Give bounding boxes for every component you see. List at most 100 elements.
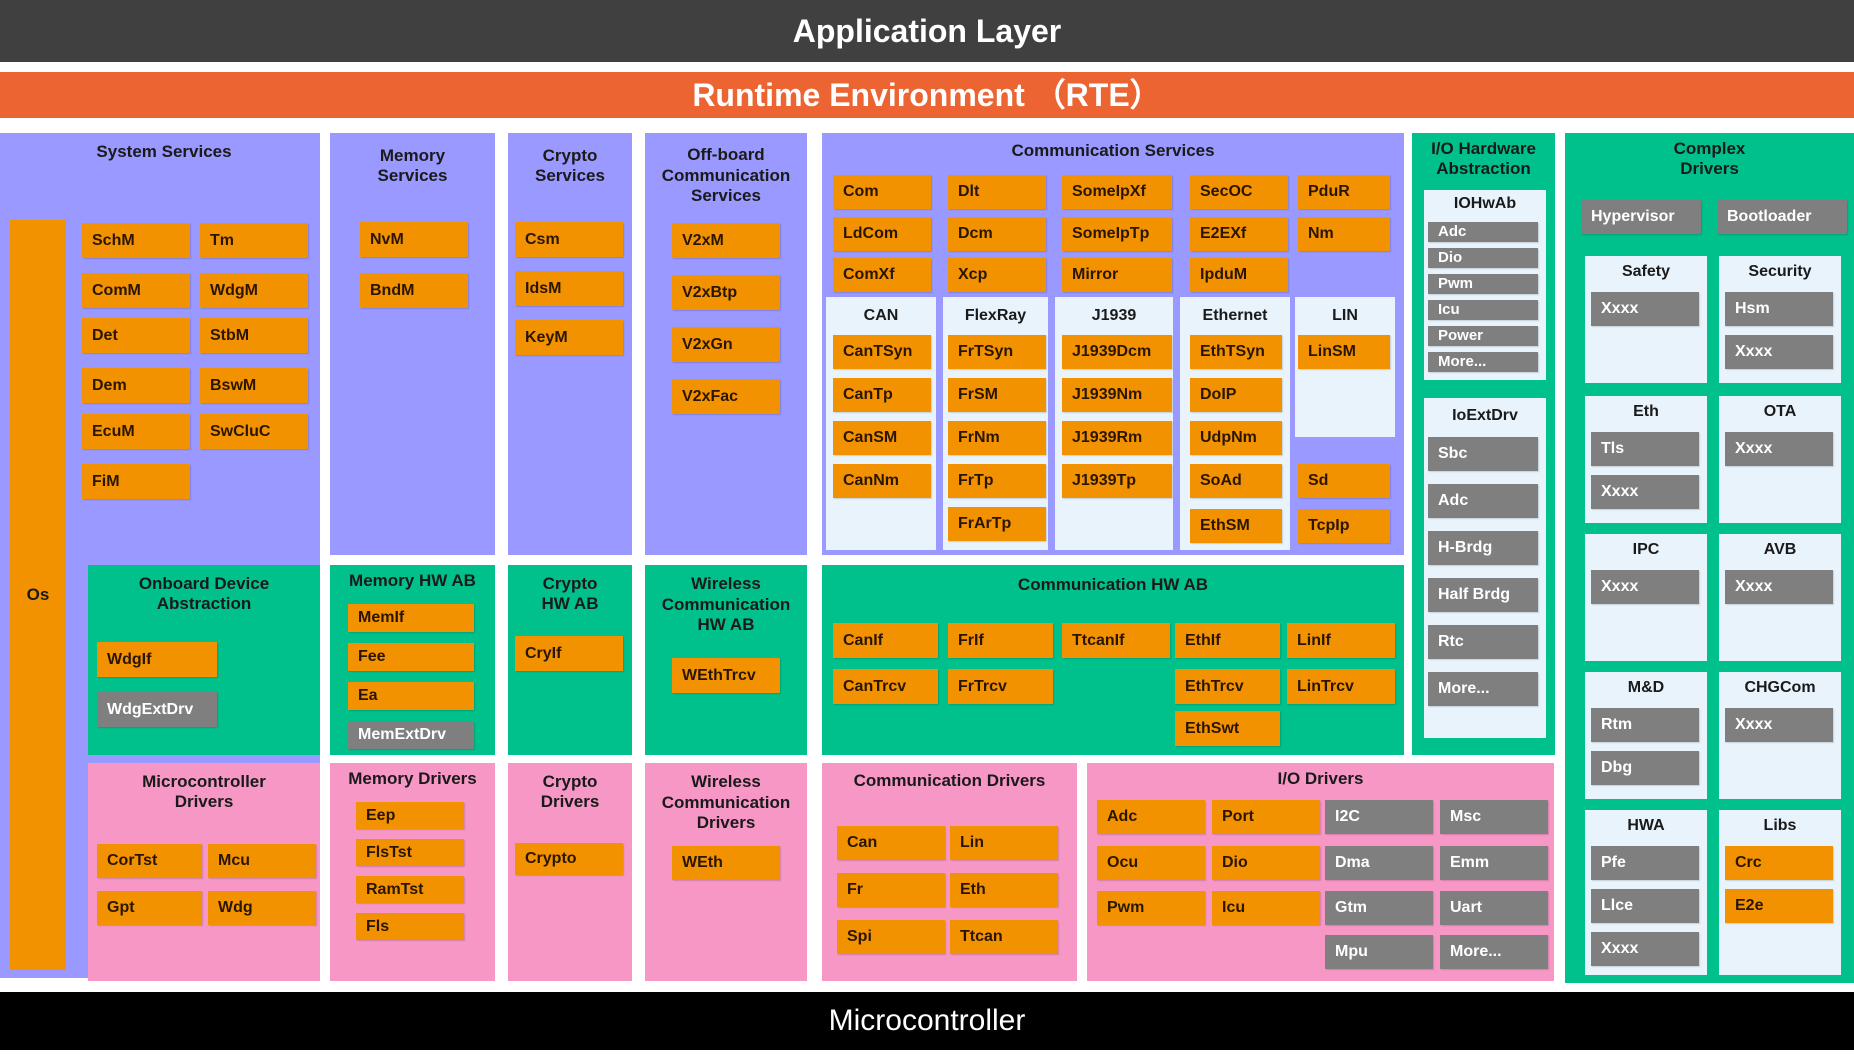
- wireless-hw-ab-title: Wireless Communication HW AB: [661, 574, 791, 635]
- module-tm: Tm: [200, 223, 308, 258]
- complex-group-title: M&D: [1627, 679, 1665, 697]
- module-canif: CanIf: [833, 623, 938, 658]
- module-fim: FiM: [82, 464, 190, 499]
- module-frnm: FrNm: [948, 421, 1046, 455]
- complex-group-title: IPC: [1632, 541, 1660, 559]
- module-frtsyn: FrTSyn: [948, 335, 1046, 369]
- complex-group-title: CHGCom: [1744, 679, 1816, 697]
- module-someipxf: SomeIpXf: [1062, 175, 1172, 209]
- module-flstst: FlsTst: [356, 839, 464, 866]
- module-stbm: StbM: [200, 318, 308, 353]
- module-cantp: CanTp: [833, 378, 931, 412]
- module-fr: Fr: [837, 873, 945, 907]
- module-half-brdg: Half Brdg: [1428, 578, 1538, 612]
- module-sd: Sd: [1298, 464, 1390, 498]
- module-bndm: BndM: [360, 273, 468, 308]
- module-dma: Dma: [1325, 846, 1433, 880]
- module-ipdum: IpduM: [1190, 258, 1288, 292]
- communication-drivers-title: Communication Drivers: [853, 770, 1046, 790]
- offboard-services-title: Off-board Communication Services: [661, 145, 791, 206]
- module-schm: SchM: [82, 223, 190, 258]
- comm-stack-title: Ethernet: [1202, 307, 1268, 325]
- module-v2xbtp: V2xBtp: [672, 275, 780, 310]
- module-xxxx: Xxxx: [1725, 570, 1833, 604]
- comm-stack-title: CAN: [863, 307, 899, 325]
- module-linif: LinIf: [1287, 623, 1395, 658]
- module-ecum: EcuM: [82, 414, 190, 449]
- comm-stack-title: FlexRay: [964, 307, 1027, 325]
- io-drivers-title: I/O Drivers: [1277, 768, 1364, 788]
- rte-layer: [0, 72, 1854, 118]
- module-frif: FrIf: [948, 623, 1053, 658]
- module-cryif: CryIf: [515, 636, 623, 671]
- module-crypto: Crypto: [515, 843, 623, 875]
- module-idsm: IdsM: [515, 271, 623, 306]
- module-frtrcv: FrTrcv: [948, 669, 1053, 704]
- module-nvm: NvM: [360, 222, 468, 257]
- crypto-drivers-title: Crypto Drivers: [540, 771, 600, 811]
- module-frartp: FrArTp: [948, 507, 1046, 541]
- module-bswm: BswM: [200, 368, 308, 403]
- module-ethtrcv: EthTrcv: [1175, 669, 1280, 704]
- module-xxxx: Xxxx: [1591, 292, 1699, 326]
- module-adc: Adc: [1428, 484, 1538, 518]
- module-icu: Icu: [1212, 891, 1320, 925]
- rte-label: Runtime Environment （RTE）: [692, 76, 1162, 113]
- module-udpnm: UdpNm: [1190, 421, 1282, 455]
- module-cortst: CorTst: [97, 844, 202, 878]
- module-pwm: Pwm: [1097, 891, 1205, 925]
- module-j1939nm: J1939Nm: [1062, 378, 1172, 412]
- module-crc: Crc: [1725, 846, 1833, 880]
- module-dio: Dio: [1212, 846, 1320, 880]
- module-spi: Spi: [837, 920, 945, 954]
- module-wdgextdrv: WdgExtDrv: [97, 692, 217, 727]
- microcontroller-drivers-title: Microcontroller Drivers: [142, 771, 266, 811]
- module-ttcanif: TtcanIf: [1062, 623, 1170, 658]
- module-pwm: Pwm: [1428, 274, 1538, 294]
- module-dem: Dem: [82, 368, 190, 403]
- module-wdg: Wdg: [208, 891, 316, 925]
- module-comxf: ComXf: [833, 258, 931, 292]
- module-v2xm: V2xM: [672, 223, 780, 258]
- ioextdrv-title: IoExtDrv: [1452, 407, 1518, 425]
- communication-hw-ab-title: Communication HW AB: [1017, 574, 1209, 594]
- complex-drivers-title: Complex Drivers: [1673, 138, 1746, 178]
- module-xxxx: Xxxx: [1591, 570, 1699, 604]
- memory-services-panel: [330, 133, 495, 555]
- module-nm: Nm: [1298, 217, 1390, 251]
- module-icu: Icu: [1428, 300, 1538, 320]
- module-mirror: Mirror: [1062, 258, 1172, 292]
- module-frtp: FrTp: [948, 464, 1046, 498]
- module-ttcan: Ttcan: [950, 920, 1058, 954]
- memory-hw-ab-title: Memory HW AB: [349, 570, 476, 590]
- module-wdgif: WdgIf: [97, 642, 217, 677]
- module-xxxx: Xxxx: [1725, 432, 1833, 466]
- complex-group-title: Eth: [1633, 403, 1659, 421]
- module-xcp: Xcp: [948, 258, 1046, 292]
- module-i2c: I2C: [1325, 800, 1433, 834]
- module-wdgm: WdgM: [200, 273, 308, 308]
- module-gpt: Gpt: [97, 891, 202, 925]
- crypto-hw-ab-title: Crypto HW AB: [541, 573, 599, 613]
- module-ethswt: EthSwt: [1175, 711, 1280, 746]
- module-someiptp: SomeIpTp: [1062, 217, 1172, 251]
- module-xxxx: Xxxx: [1591, 475, 1699, 509]
- module-port: Port: [1212, 800, 1320, 834]
- complex-group-title: Libs: [1763, 817, 1797, 835]
- module-tcpip: TcpIp: [1298, 509, 1390, 543]
- module-e2e: E2e: [1725, 889, 1833, 923]
- module-rtm: Rtm: [1591, 708, 1699, 742]
- module-mcu: Mcu: [208, 844, 316, 878]
- module-ethtsyn: EthTSyn: [1190, 335, 1282, 369]
- module-uart: Uart: [1440, 891, 1548, 925]
- complex-group-title: OTA: [1763, 403, 1797, 421]
- module-tls: Tls: [1591, 432, 1699, 466]
- module-lintrcv: LinTrcv: [1287, 669, 1395, 704]
- crypto-services-title: Crypto Services: [535, 145, 605, 185]
- module-weth: WEth: [672, 846, 780, 880]
- module-memextdrv: MemExtDrv: [348, 721, 474, 749]
- io-hardware-abstraction-title: I/O Hardware Abstraction: [1431, 138, 1536, 178]
- module-xxxx: Xxxx: [1591, 932, 1699, 966]
- module-ldcom: LdCom: [833, 217, 931, 251]
